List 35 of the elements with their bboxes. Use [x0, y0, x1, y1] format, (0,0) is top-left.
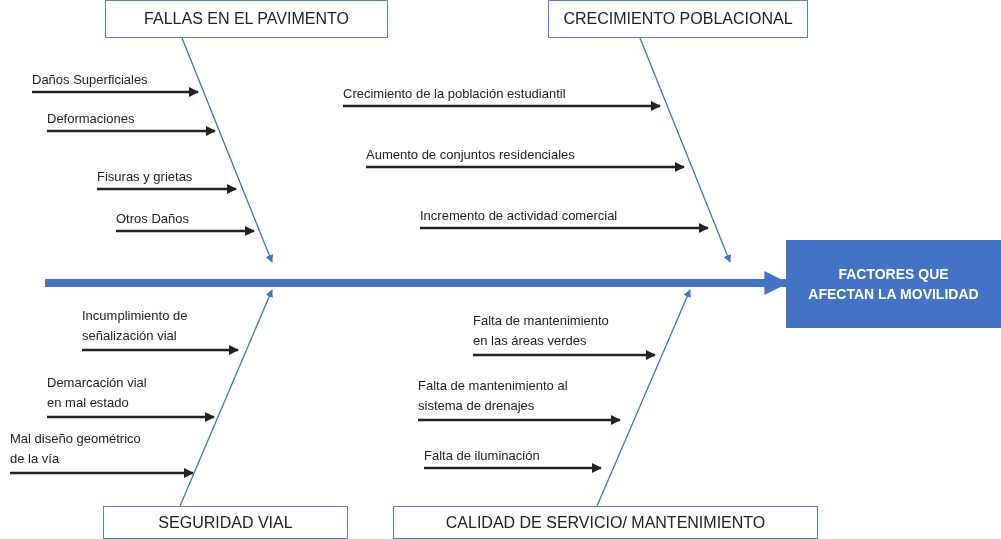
- cause-label: Falta de mantenimiento al sistema de drenajes: [418, 376, 568, 418]
- effect-box: FACTORES QUE AFECTAN LA MOVILIDAD: [786, 240, 1001, 328]
- cause-label: Deformaciones: [47, 111, 135, 129]
- bone-arrow: [596, 289, 691, 507]
- bone-arrow: [179, 289, 273, 507]
- bone-arrow: [181, 37, 273, 263]
- cause-label: Aumento de conjuntos residenciales: [366, 147, 575, 165]
- category-box: CALIDAD DE SERVICIO/ MANTENIMIENTO: [393, 506, 818, 539]
- arrow: [10, 468, 194, 478]
- cause-label: Falta de mantenimiento en las áreas verdes: [473, 311, 618, 353]
- cause-label: Falta de iluminación: [424, 448, 540, 466]
- cause-label: Daños Superficiales: [32, 72, 148, 90]
- arrow: [473, 350, 656, 360]
- cause-label: Otros Daños: [116, 211, 189, 229]
- cause-label: Mal diseño geométrico de la vía: [10, 429, 142, 471]
- arrow: [47, 412, 215, 422]
- cause-label: Incumplimiento de señalización vial: [82, 306, 200, 348]
- category-box: CRECIMIENTO POBLACIONAL: [548, 0, 808, 38]
- arrow: [366, 162, 685, 172]
- cause-label: Fisuras y grietas: [97, 169, 193, 187]
- cause-label: Incremento de actividad comercial: [420, 208, 618, 226]
- cause-label: Crecimiento de la población estudiantil: [343, 86, 566, 104]
- arrow: [343, 101, 661, 111]
- arrow: [420, 223, 709, 233]
- arrow: [82, 345, 239, 355]
- arrow: [418, 415, 621, 425]
- category-box: FALLAS EN EL PAVIMENTO: [105, 0, 388, 38]
- category-box: SEGURIDAD VIAL: [103, 506, 348, 539]
- bone-arrow: [639, 37, 731, 263]
- arrow: [97, 184, 237, 194]
- arrow: [424, 463, 602, 473]
- arrow: [47, 126, 216, 136]
- arrow: [32, 87, 199, 97]
- arrow: [116, 226, 255, 236]
- cause-label: Demarcación vial en mal estado: [47, 373, 152, 415]
